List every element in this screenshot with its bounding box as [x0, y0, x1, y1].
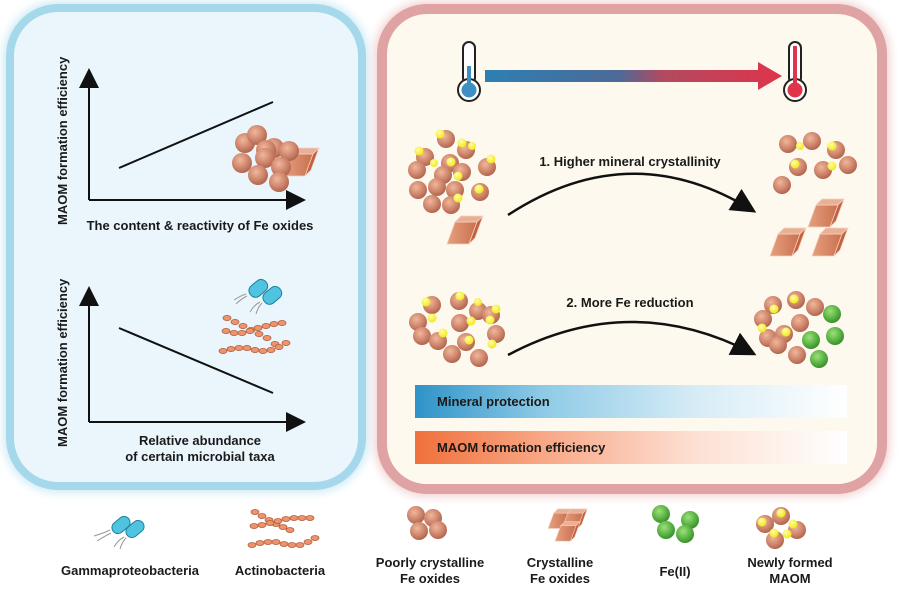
fe-oxide-cluster-icon [232, 125, 320, 192]
mineral-protection-bar: Mineral protection [415, 385, 847, 418]
actinobacteria-icon [218, 314, 291, 354]
legend-label-crystalline-line1: Crystalline [526, 555, 594, 570]
legend-crystalline-fe-oxide-icon [547, 508, 588, 542]
process2-before-cluster [409, 291, 505, 367]
temperature-increase-arrow [485, 62, 782, 90]
process1-label: 1. Higher mineral crystallinity [539, 154, 721, 169]
bottom-graph-y-label: MAOM formation efficiency [55, 278, 70, 447]
top-graph-x-label: The content & reactivity of Fe oxides [86, 218, 314, 233]
bottom-graph-x-label-line2: of certain microbial taxa [125, 449, 275, 464]
bottom-graph-x-label-line1: Relative abundance [138, 433, 262, 448]
top-graph-trend-line [118, 101, 274, 169]
cold-thermometer-icon [457, 41, 481, 102]
bottom-graph [79, 278, 306, 432]
hot-thermometer-icon [783, 41, 807, 102]
process1-arrow [507, 172, 757, 217]
legend-label-poorly-crystalline-line1: Poorly crystalline [375, 555, 485, 570]
legend-fe2-icon [652, 505, 699, 543]
legend-label-maom-line1: Newly formed [747, 555, 833, 570]
top-graph [79, 68, 320, 210]
process1-after-cluster [769, 132, 857, 257]
legend-actinobacteria-icon [247, 509, 320, 548]
legend-label-fe2: Fe(II) [659, 564, 691, 579]
legend-gammaproteobacteria-icon [93, 515, 145, 550]
legend-label-poorly-crystalline-line2: Fe oxides [400, 571, 460, 586]
bottom-graph-trend-line [118, 327, 274, 394]
process1-before-cluster [408, 129, 496, 245]
top-graph-y-label: MAOM formation efficiency [55, 56, 70, 225]
legend-label-gammaproteobacteria: Gammaproteobacteria [61, 563, 199, 578]
left-panel [14, 12, 358, 482]
maom-efficiency-bar: MAOM formation efficiency [415, 431, 847, 464]
process2-arrow [507, 320, 757, 357]
process2-after-cluster [754, 291, 844, 368]
legend-poorly-crystalline-fe-oxide-icon [407, 506, 447, 540]
legend-label-actinobacteria: Actinobacteria [234, 563, 326, 578]
legend-label-crystalline-line2: Fe oxides [530, 571, 590, 586]
legend-label-maom-line2: MAOM [769, 571, 811, 586]
legend-newly-formed-maom-icon [756, 507, 806, 549]
gammaproteobacteria-icon [233, 278, 283, 315]
process2-label: 2. More Fe reduction [566, 295, 693, 310]
